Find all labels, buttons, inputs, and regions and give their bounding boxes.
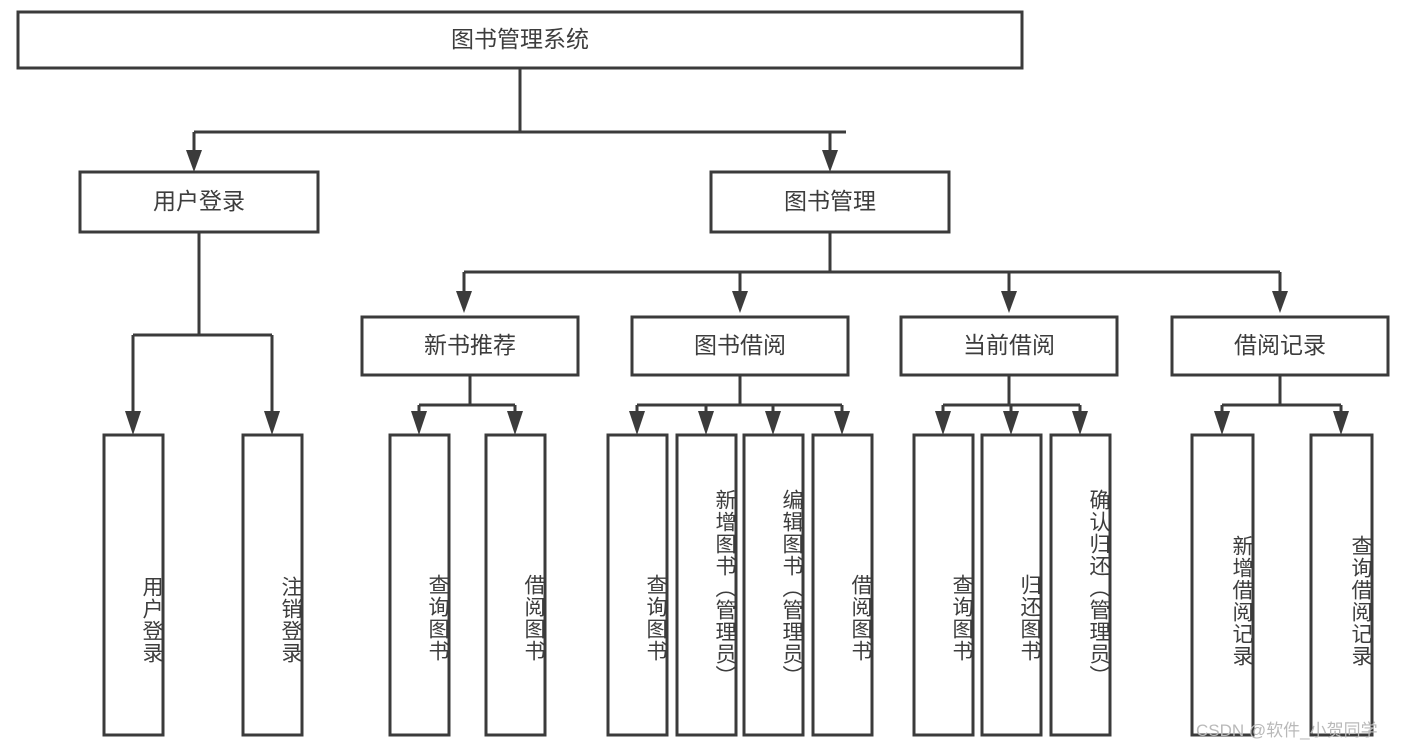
connector-root-to-level1 [186, 68, 846, 172]
leaf-box-add-book[interactable] [675, 433, 738, 737]
node-root-box[interactable] [16, 10, 1024, 70]
node-book-manage-box[interactable] [709, 170, 951, 234]
leaf-boxes [102, 433, 1374, 737]
leaf-box-borrow-book-2[interactable] [811, 433, 874, 737]
node-book-borrow-box[interactable] [630, 315, 850, 377]
node-root[interactable]: 图书管理系统 [16, 10, 1024, 70]
node-user-login[interactable]: 用户登录 [78, 170, 320, 234]
node-current-borrow[interactable]: 当前借阅 [899, 315, 1119, 377]
leaf-box-confirm-return[interactable] [1049, 433, 1112, 737]
leaf-box-user-login[interactable] [102, 433, 165, 737]
leaf-box-edit-book[interactable] [742, 433, 805, 737]
node-new-book-rec[interactable]: 新书推荐 [360, 315, 580, 377]
leaf-box-user-logout[interactable] [241, 433, 304, 737]
node-borrow-record[interactable]: 借阅记录 [1170, 315, 1390, 377]
node-book-manage[interactable]: 图书管理 [709, 170, 951, 234]
connector-borrowrecord-to-leaves [1214, 375, 1349, 435]
connector-bookborrow-to-leaves [629, 375, 850, 435]
node-user-login-label: 用户登录 [153, 188, 245, 214]
node-current-borrow-label: 当前借阅 [963, 332, 1055, 358]
connector-newbookrec-to-leaves [411, 375, 523, 435]
leaf-box-query-book-1[interactable] [388, 433, 451, 737]
node-borrow-record-box[interactable] [1170, 315, 1390, 377]
node-borrow-record-label: 借阅记录 [1234, 332, 1326, 358]
leaf-box-borrow-book-1[interactable] [484, 433, 547, 737]
leaf-box-add-record[interactable] [1190, 433, 1255, 737]
node-user-login-box[interactable] [78, 170, 320, 234]
connector-currentborrow-to-leaves [935, 375, 1088, 435]
connector-userlogin-to-leaves [125, 232, 280, 435]
leaf-box-query-book-2[interactable] [606, 433, 669, 737]
node-book-borrow[interactable]: 图书借阅 [630, 315, 850, 377]
node-new-book-rec-box[interactable] [360, 315, 580, 377]
connector-bookmanage-to-level2 [456, 232, 1288, 313]
node-book-manage-label: 图书管理 [784, 188, 876, 214]
node-current-borrow-box[interactable] [899, 315, 1119, 377]
csdn-watermark: CSDN @软件_小贺同学 [1196, 721, 1378, 740]
leaf-box-query-book-3[interactable] [912, 433, 975, 737]
leaf-box-return-book[interactable] [980, 433, 1043, 737]
node-book-borrow-label: 图书借阅 [694, 332, 786, 358]
leaf-box-query-record[interactable] [1309, 433, 1374, 737]
node-root-label: 图书管理系统 [451, 26, 589, 52]
node-new-book-rec-label: 新书推荐 [424, 332, 516, 358]
